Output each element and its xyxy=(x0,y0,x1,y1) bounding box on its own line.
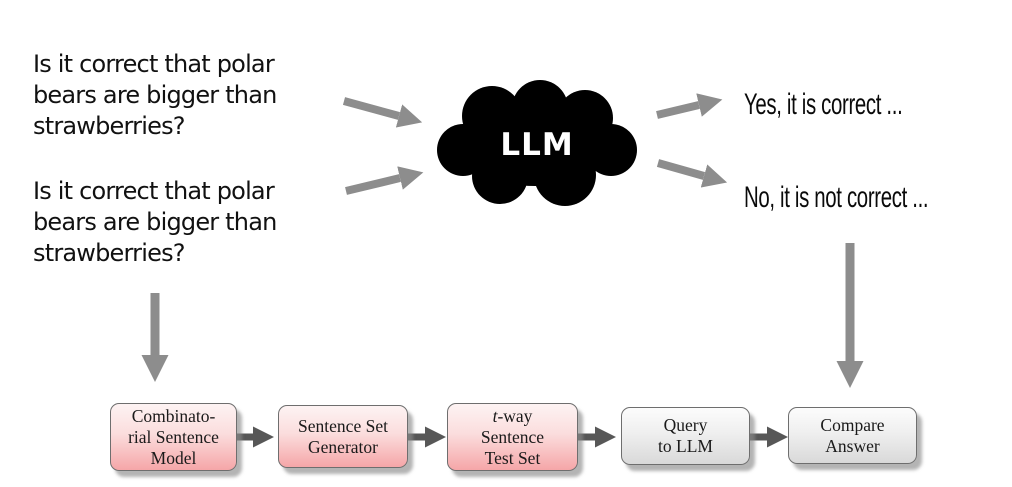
box-label: Compare Answer xyxy=(820,414,885,456)
question-text-1: Is it correct that polar bears are bigge… xyxy=(33,50,277,140)
arrow-question2-to-llm xyxy=(345,166,424,195)
answer-no-text: No, it is not correct ... xyxy=(744,181,929,214)
box-t-way-sentence-test-set: t-way Sentence Test Set xyxy=(447,403,578,471)
box-label: Sentence Set Generator xyxy=(298,415,388,457)
question-text-2: Is it correct that polar bears are bigge… xyxy=(33,177,277,267)
box-query-to-llm: Query to LLM xyxy=(621,407,750,465)
box-sentence-set-generator: Sentence Set Generator xyxy=(278,405,408,468)
box-compare-answer: Compare Answer xyxy=(788,407,917,464)
llm-cloud-label: LLM xyxy=(500,127,574,163)
arrow-llm-to-yes xyxy=(656,93,723,119)
llm-cloud-icon xyxy=(437,80,637,206)
box-label: Combinato- rial Sentence Model xyxy=(128,405,219,468)
arrow-llm-to-no xyxy=(656,159,728,188)
box-combinatorial-sentence-model: Combinato- rial Sentence Model xyxy=(110,403,237,471)
box-label: t-way Sentence Test Set xyxy=(480,405,545,468)
box-label: Query to LLM xyxy=(658,415,713,456)
arrow-question1-to-llm xyxy=(342,97,423,128)
answer-yes-text: Yes, it is correct ... xyxy=(744,88,903,121)
